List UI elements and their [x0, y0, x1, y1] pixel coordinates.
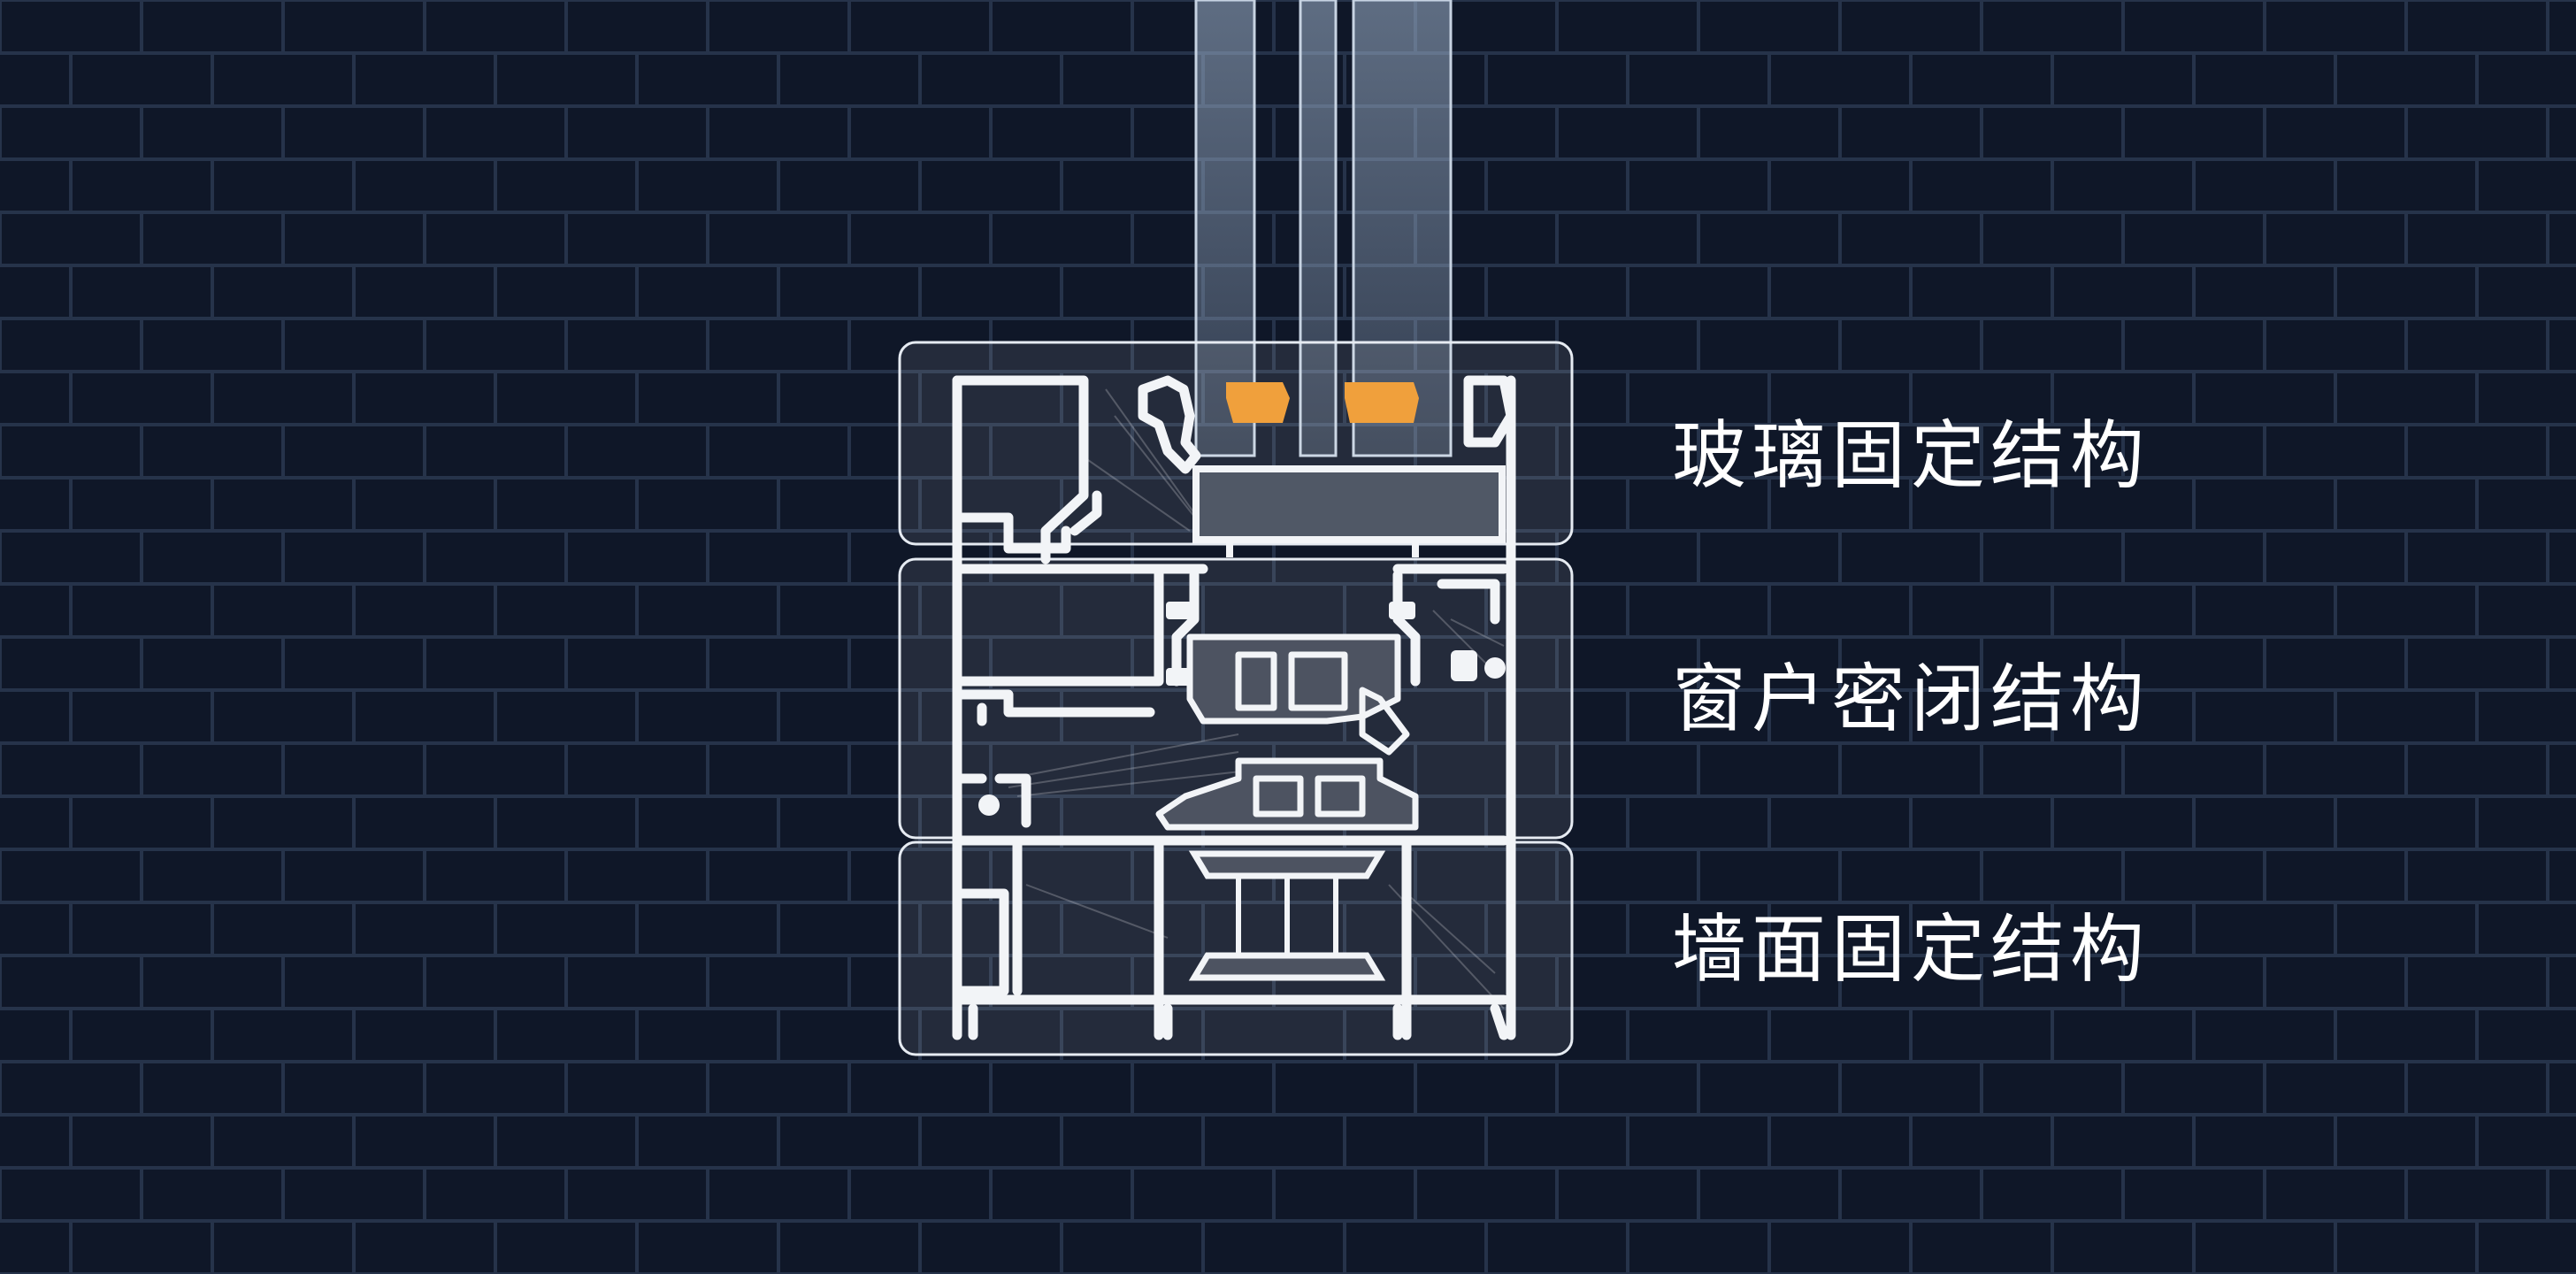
sash-chamber: [1186, 633, 1401, 725]
label-window-sealing-structure: 窗户密闭结构: [1672, 656, 2150, 742]
frame-top-left-chamber: [952, 375, 1089, 564]
wall-fixing-chamber: [1188, 850, 1386, 981]
glazing-bead-right: [1463, 375, 1516, 448]
frame-profile: [952, 375, 1516, 1040]
sash-top: [952, 564, 1164, 687]
rubber-seals: [978, 602, 1506, 816]
glazing-bead-left: [1138, 375, 1201, 474]
glass-spacers: [1226, 382, 1419, 423]
label-glass-fixing-structure: 玻璃固定结构: [1672, 412, 2150, 499]
glass-pane-middle: [1299, 0, 1338, 457]
spacer-left-icon: [1226, 382, 1290, 423]
light-rays: [1008, 388, 1505, 1009]
glass-panes: [1194, 0, 1453, 457]
spacer-right-icon: [1345, 382, 1419, 423]
glass-pane-outer: [1194, 0, 1256, 457]
label-wall-fixing-structure: 墙面固定结构: [1672, 906, 2150, 993]
glass-pane-inner: [1352, 0, 1453, 457]
sash-lower-chamber: [1155, 687, 1419, 831]
glass-support-block: [1192, 465, 1506, 543]
